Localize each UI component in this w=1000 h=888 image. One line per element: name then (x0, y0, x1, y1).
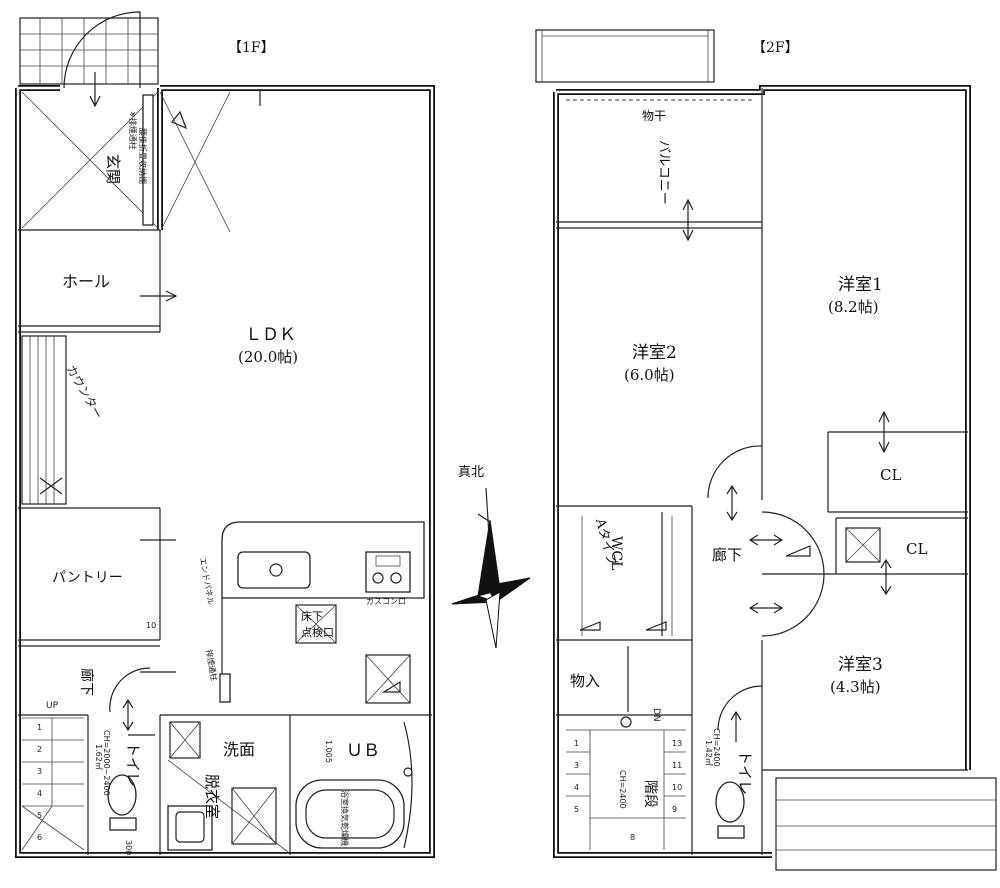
stairs-dn: DN (651, 708, 661, 722)
north-compass: 真北 (451, 465, 531, 649)
entrance-porch (19, 11, 159, 89)
monohoshi-label: 物干 (642, 109, 666, 123)
floor1-title: 【1F】 (228, 40, 275, 56)
svg-text:10: 10 (672, 783, 682, 792)
storage-label: 物入 (570, 672, 600, 690)
door-marks-1f (89, 72, 261, 732)
gas-stove-icon (365, 551, 411, 593)
svg-text:4: 4 (574, 783, 579, 792)
shoe-cabinet (142, 94, 154, 226)
hall-label: ホール (62, 272, 110, 291)
exhaust-note-kitchen: 排煙通柱 (204, 649, 219, 682)
fridge (365, 654, 411, 704)
attic-hatch (845, 527, 881, 563)
toilet1-dim: 1.62㎡ (94, 744, 103, 770)
toilet2-label: トイレ (736, 750, 754, 795)
svg-text:6: 6 (37, 833, 42, 842)
toilet2-dim: 1.42㎡ (704, 740, 713, 766)
svg-text:5: 5 (37, 811, 42, 820)
bath-note: 浴室換気乾燥機 (340, 790, 350, 846)
cl1-label: CL (880, 466, 901, 484)
youshitsu2-size: (6.0帖) (624, 366, 675, 384)
svg-text:5: 5 (574, 805, 579, 814)
toilet1-ch: CH=2000~2400 (102, 730, 111, 796)
dressing-label: 脱衣室 (203, 774, 221, 819)
wcl-label: WCL (608, 536, 624, 570)
svg-text:11: 11 (672, 761, 682, 770)
endpanel-note: エンドパネル (198, 557, 215, 606)
balcony-bottom (775, 777, 997, 871)
underfloor-text-1: 床下 (301, 609, 323, 623)
door-marks-2f (682, 198, 892, 742)
svg-text:2: 2 (37, 745, 42, 754)
counter (21, 335, 67, 505)
toilet1-label: トイレ (124, 742, 142, 787)
pantry-label: パントリー (52, 570, 123, 586)
toilet-icon (107, 774, 137, 816)
unit-bath (295, 721, 413, 849)
cl2-label: CL (906, 540, 927, 558)
toilet2-ch: CH=2400 (712, 728, 721, 767)
floor2-title: 【2F】 (752, 40, 799, 56)
youshitsu3-size: (4.3帖) (830, 678, 881, 696)
youshitsu3-label: 洋室3 (838, 655, 883, 675)
toilet1-width: 300 (124, 840, 133, 855)
underfloor-hatch: 床下 点検口 (295, 604, 337, 644)
youshitsu1-label: 洋室1 (838, 275, 883, 295)
kitchen-counter (219, 521, 425, 703)
ldk-label: ＬＤＫ (245, 325, 296, 345)
floor-2: 【2F】 (535, 29, 997, 871)
shoe-note: 腰掛折畳収納棚 (138, 128, 148, 184)
svg-text:4: 4 (37, 789, 42, 798)
stairs-ch: CH=2400 (618, 770, 627, 809)
pantry-dim: 10 (146, 621, 156, 630)
toilet-2f (715, 685, 763, 839)
svg-text:3: 3 (37, 767, 42, 776)
bathtub-icon (295, 779, 405, 849)
stairs-2f: 1 3 4 5 13 11 10 9 8 (566, 716, 686, 850)
corridor1-label: 廊下 (78, 668, 95, 696)
gas-note: ガスコンロ (366, 596, 406, 606)
balcony-rail (535, 29, 715, 83)
exhaust-note-top: ※排煙通柱 (128, 111, 138, 150)
wash-label: 洗面 (223, 740, 255, 759)
genkan-label: 玄関 (104, 154, 122, 184)
toilet-1f (107, 734, 155, 831)
underfloor-text-2: 点検口 (301, 625, 334, 639)
washroom-fixtures (167, 721, 289, 853)
stairs-1f: 1 2 3 4 5 6 (21, 717, 85, 851)
svg-text:1: 1 (37, 723, 42, 732)
ldk-size: (20.0帖) (238, 348, 298, 366)
svg-text:8: 8 (630, 833, 635, 842)
floor-1: 【1F】 (15, 11, 435, 858)
corridor2-label: 廊下 (712, 546, 742, 564)
stairs2-label: 階段 (642, 780, 658, 808)
stairs-up: UP (46, 701, 59, 711)
svg-text:1: 1 (574, 739, 579, 748)
counter-label: カウンター (63, 363, 105, 422)
youshitsu2-label: 洋室2 (632, 343, 677, 363)
balcony-label: バルコニー (656, 140, 671, 205)
washbasin-icon (167, 805, 213, 851)
sink-icon (237, 551, 311, 589)
svg-text:9: 9 (672, 805, 677, 814)
toilet2-icon (715, 781, 745, 823)
ub-dim: 1.005 (324, 740, 333, 763)
ub-label: ＵＢ (346, 741, 380, 761)
youshitsu1-size: (8.2帖) (828, 298, 879, 316)
svg-text:13: 13 (672, 739, 682, 748)
compass-label: 真北 (458, 465, 484, 480)
svg-text:3: 3 (574, 761, 579, 770)
